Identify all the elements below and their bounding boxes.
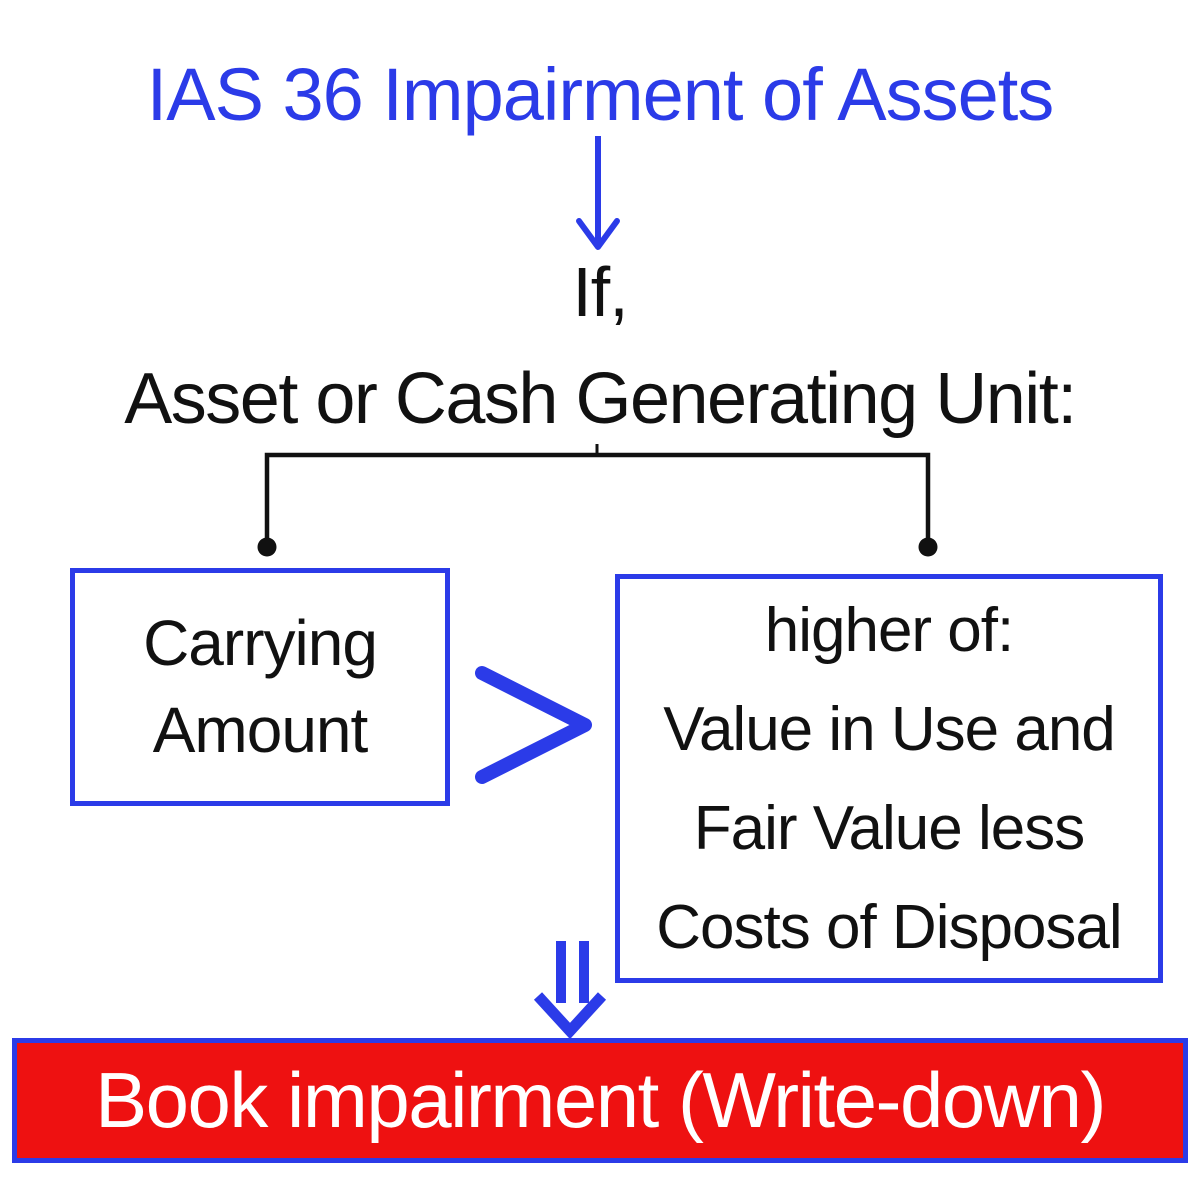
impairment-result-label: Book impairment (Write-down) (95, 1056, 1106, 1144)
recoverable-amount-line-3: Fair Value less (693, 793, 1085, 863)
condition-intro: If, (572, 253, 628, 331)
recoverable-amount-line-4: Costs of Disposal (656, 892, 1122, 962)
greater-than-icon (475, 666, 592, 784)
double-down-arrow-icon (533, 941, 607, 1040)
carrying-amount-line-1: Carrying (143, 607, 378, 679)
down-arrow-icon (576, 136, 620, 250)
branch-connector (257, 444, 938, 557)
impairment-result-box: Book impairment (Write-down) (12, 1038, 1188, 1163)
condition-subject: Asset or Cash Generating Unit: (124, 359, 1077, 439)
recoverable-amount-line-2: Value in Use and (663, 694, 1116, 764)
carrying-amount-line-2: Amount (152, 694, 369, 766)
recoverable-amount-box: higher of: Value in Use and Fair Value l… (615, 574, 1163, 983)
recoverable-amount-line-1: higher of: (764, 595, 1015, 665)
carrying-amount-box: Carrying Amount (70, 568, 450, 806)
branch-end-dot-left (257, 537, 277, 557)
diagram-title: IAS 36 Impairment of Assets (146, 53, 1055, 136)
branch-end-dot-right (918, 537, 938, 557)
